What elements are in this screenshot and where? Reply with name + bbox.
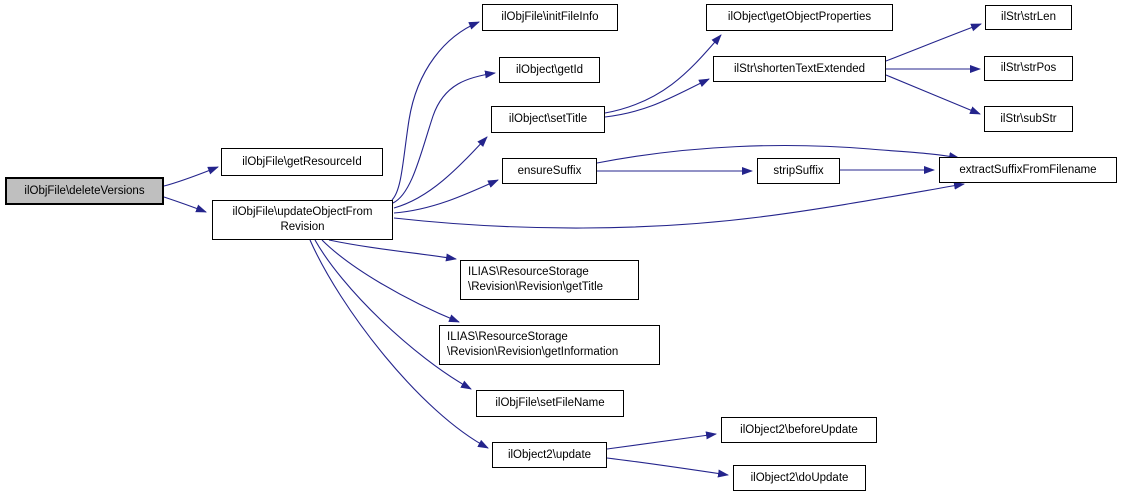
edge-deleteVersions-to-updateObjectFromRevision <box>163 196 207 213</box>
node-label-line: ilObjFile\getResourceId <box>242 155 362 168</box>
node-label-line: ilObject\getObjectProperties <box>727 11 872 24</box>
node-label-line: ilObject\getId <box>515 63 584 76</box>
node-label-line: ilObject2\doUpdate <box>750 471 849 484</box>
node-label-line: ensureSuffix <box>517 164 582 177</box>
node-update[interactable]: ilObject2\update <box>492 442 607 468</box>
edge-setTitle-to-getObjectProperties <box>604 34 722 114</box>
node-label-line: ilObjFile\setFileName <box>495 397 605 410</box>
node-ensureSuffix[interactable]: ensureSuffix <box>502 158 597 184</box>
node-doUpdate[interactable]: ilObject2\doUpdate <box>733 465 866 491</box>
edge-updateObjectFromRevision-to-initFileInfo <box>391 21 480 201</box>
node-deleteVersions: ilObjFile\deleteVersions <box>5 177 164 205</box>
node-subStr[interactable]: ilStr\subStr <box>984 106 1073 132</box>
node-label-line: Revision <box>280 221 325 233</box>
edge-updateObjectFromRevision-to-getId <box>392 70 496 204</box>
node-label-line: ILIAS\ResourceStorage <box>468 266 589 279</box>
edge-update-to-beforeUpdate <box>606 431 717 450</box>
edge-shortenTextExtended-to-strLen <box>885 23 982 62</box>
node-strLen[interactable]: ilStr\strLen <box>985 5 1072 30</box>
node-label-line: ilObject2\beforeUpdate <box>740 423 858 436</box>
node-label-line: ilObjFile\deleteVersions <box>24 184 145 197</box>
node-revisionGetTitle[interactable]: ILIAS\ResourceStorage \Revision\Revision\… <box>460 260 639 300</box>
node-beforeUpdate[interactable]: ilObject2\beforeUpdate <box>721 417 877 443</box>
node-strPos[interactable]: ilStr\strPos <box>984 56 1073 81</box>
node-label-line: \Revision\Revision\getTitle <box>468 281 604 293</box>
node-getObjectProperties[interactable]: ilObject\getObjectProperties <box>706 4 893 31</box>
node-label-line: ilStr\strPos <box>1000 62 1057 75</box>
node-setFileName[interactable]: ilObjFile\setFileName <box>476 390 624 417</box>
node-label-line: ilStr\strLen <box>1001 11 1056 24</box>
node-label-line: ilObjFile\initFileInfo <box>501 11 599 24</box>
node-label-line: stripSuffix <box>773 164 824 177</box>
node-label-line: \Revision\Revision\getInformation <box>447 346 619 358</box>
edge-updateObjectFromRevision-to-revisionGetTitle <box>328 239 457 262</box>
edge-ensureSuffix-to-extractSuffixFromFilename <box>596 144 960 164</box>
edge-deleteVersions-to-getResourceId <box>163 166 219 187</box>
node-label-line: ilObject\setTitle <box>508 113 588 126</box>
edge-shortenTextExtended-to-subStr <box>885 74 981 115</box>
node-stripSuffix[interactable]: stripSuffix <box>757 158 840 184</box>
edge-updateObjectFromRevision-to-setTitle <box>393 136 488 209</box>
node-label-line: ilObjFile\updateObjectFrom <box>232 206 373 219</box>
node-label-line: ilStr\subStr <box>1000 112 1057 125</box>
edge-updateObjectFromRevision-to-setFileName <box>314 239 472 390</box>
edge-updateObjectFromRevision-to-extractSuffixFromFilename <box>393 181 965 229</box>
node-revisionGetInformation[interactable]: ILIAS\ResourceStorage \Revision\Revision\… <box>439 325 660 365</box>
node-getResourceId[interactable]: ilObjFile\getResourceId <box>221 148 383 176</box>
node-extractSuffixFromFilename[interactable]: extractSuffixFromFilename <box>939 157 1117 183</box>
node-label-line: ILIAS\ResourceStorage <box>447 331 568 344</box>
node-initFileInfo[interactable]: ilObjFile\initFileInfo <box>482 4 618 31</box>
node-label-line: ilStr\shortenTextExtended <box>733 62 866 75</box>
node-shortenTextExtended[interactable]: ilStr\shortenTextExtended <box>713 56 886 82</box>
edge-updateObjectFromRevision-to-update <box>309 239 489 449</box>
edge-updateObjectFromRevision-to-revisionGetInformation <box>321 239 460 323</box>
node-setTitle[interactable]: ilObject\setTitle <box>491 106 605 133</box>
node-label-line: extractSuffixFromFilename <box>959 163 1097 176</box>
node-label-line: ilObject2\update <box>507 448 592 461</box>
node-getId[interactable]: ilObject\getId <box>499 57 600 83</box>
edge-update-to-doUpdate <box>606 457 729 478</box>
edge-setTitle-to-shortenTextExtended <box>604 78 710 118</box>
edge-updateObjectFromRevision-to-ensureSuffix <box>393 179 499 214</box>
